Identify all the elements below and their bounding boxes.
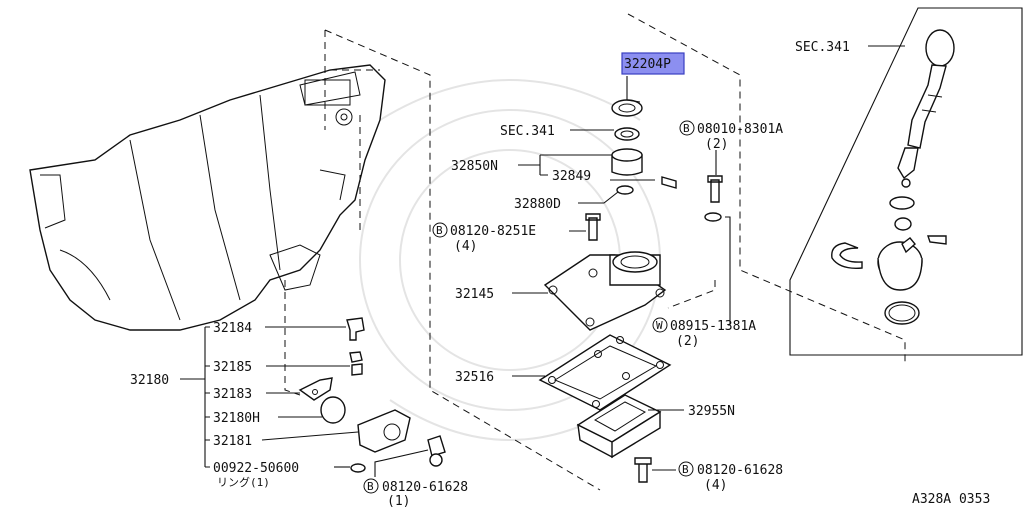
label-08120-61628-right-qty: (4) [704, 478, 727, 493]
label-08120-61628-right[interactable]: 08120-61628 [697, 463, 783, 478]
label-32181[interactable]: 32181 [213, 434, 252, 449]
label-32180H[interactable]: 32180H [213, 411, 260, 426]
label-08120-61628-bottom[interactable]: 08120-61628 [382, 480, 468, 495]
label-32880D[interactable]: 32880D [514, 197, 561, 212]
label-32850N[interactable]: 32850N [451, 159, 498, 174]
label-32849[interactable]: 32849 [552, 169, 591, 184]
label-sec341-top[interactable]: SEC.341 [795, 40, 850, 55]
label-32204P[interactable]: 32204P [624, 57, 671, 72]
label-08120-61628-bottom-qty: (1) [387, 494, 410, 509]
label-32183[interactable]: 32183 [213, 387, 252, 402]
label-32180[interactable]: 32180 [130, 373, 169, 388]
label-08010-8301A[interactable]: 08010-8301A [697, 122, 783, 137]
bolt-badge-08010 [679, 120, 695, 136]
assembly-outline-left [284, 29, 601, 491]
part-32145-plate [543, 251, 667, 331]
badge-letter: B [682, 463, 689, 476]
small-parts-left [298, 317, 446, 473]
label-32184[interactable]: 32184 [213, 321, 252, 336]
upper-parts [585, 99, 723, 241]
bolt-badge-61628-bottom [363, 478, 379, 494]
shift-lever [831, 29, 955, 325]
bolt-08120-61628-right [634, 457, 652, 483]
badge-letter: B [367, 480, 374, 493]
shifter-frame [789, 7, 1023, 356]
badge-letter: B [683, 122, 690, 135]
label-00922-50600[interactable]: 00922-50600 [213, 461, 299, 476]
washer-badge-08915 [652, 317, 668, 333]
label-00922-sub: リング(1) [217, 475, 270, 489]
highlight-box [621, 52, 685, 75]
label-08120-8251E[interactable]: 08120-8251E [450, 224, 536, 239]
badge-letter: B [436, 224, 443, 237]
label-08010-qty: (2) [705, 137, 728, 152]
label-08915-1381A[interactable]: 08915-1381A [670, 319, 756, 334]
label-sec341-mid[interactable]: SEC.341 [500, 124, 555, 139]
label-32516[interactable]: 32516 [455, 370, 494, 385]
label-08120-8251E-qty: (4) [454, 239, 477, 254]
part-32955N-cover [576, 394, 662, 459]
bolt-badge-61628-right [678, 461, 694, 477]
label-08915-qty: (2) [676, 334, 699, 349]
badge-letter: W [656, 319, 663, 332]
transmission-housing [29, 64, 386, 331]
label-32145[interactable]: 32145 [455, 287, 494, 302]
bolt-badge-8251E [432, 222, 448, 238]
assembly-outline-right [627, 13, 906, 365]
diagram-id: A328A 0353 [912, 492, 990, 507]
leader-lines [180, 45, 905, 477]
part-32516-gasket [538, 334, 672, 411]
label-32955N[interactable]: 32955N [688, 404, 735, 419]
label-32185[interactable]: 32185 [213, 360, 252, 375]
